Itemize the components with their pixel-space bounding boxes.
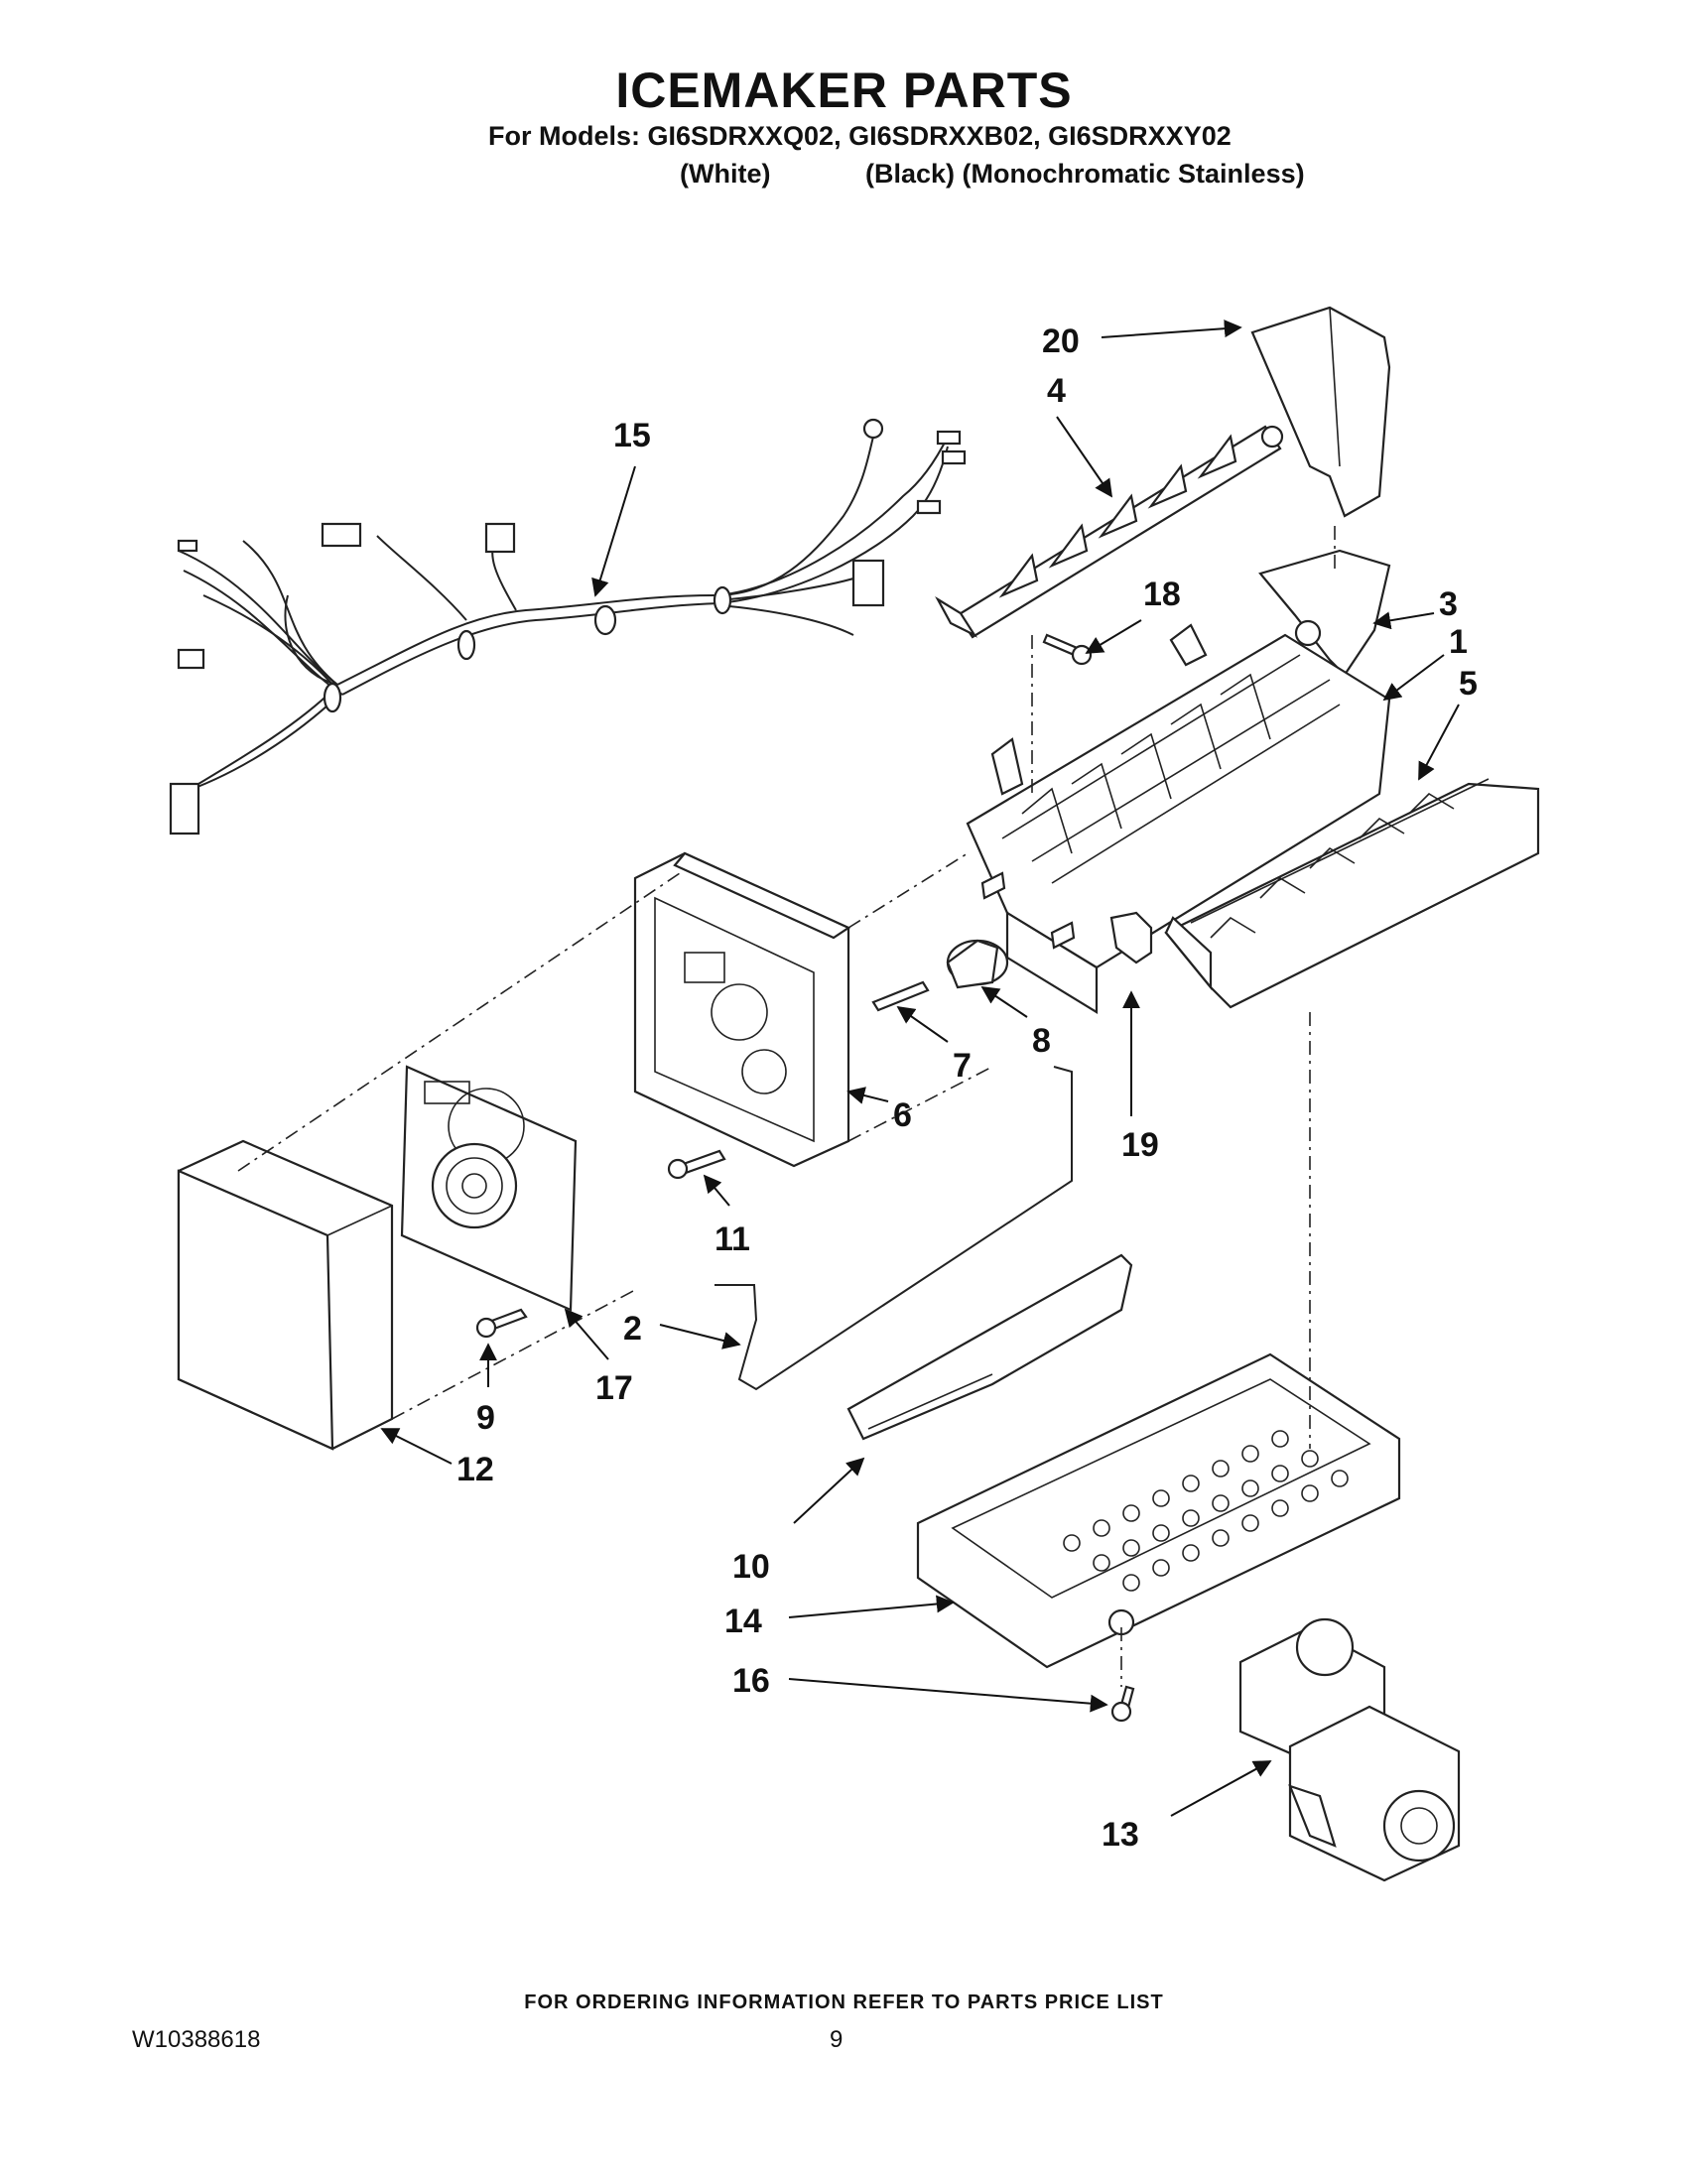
- page-title: ICEMAKER PARTS: [615, 63, 1073, 118]
- callout-15: 15: [613, 417, 651, 454]
- leader-arrows: [380, 320, 1460, 1817]
- callout-7: 7: [953, 1047, 972, 1085]
- wire-harness-drawing: [169, 418, 967, 835]
- callout-4: 4: [1047, 372, 1066, 410]
- tray-assembly-drawing: [916, 1352, 1401, 1669]
- callout-6: 6: [893, 1096, 912, 1134]
- ejector-rake-drawing: [935, 425, 1284, 639]
- fill-cup-drawing: [1250, 306, 1391, 518]
- callout-10: 10: [732, 1548, 770, 1586]
- motor-module-drawing: [400, 1065, 578, 1312]
- callout-3: 3: [1439, 585, 1458, 623]
- variant-black-stainless-label: (Black) (Monochromatic Stainless): [865, 159, 1305, 189]
- models-line: For Models: GI6SDRXXQ02, GI6SDRXXB02, GI…: [488, 121, 1232, 151]
- callout-1: 1: [1449, 623, 1468, 661]
- callout-20: 20: [1042, 322, 1080, 360]
- callout-18: 18: [1143, 576, 1181, 613]
- ordering-note: FOR ORDERING INFORMATION REFER TO PARTS …: [524, 1991, 1164, 2013]
- alignment-lines: [237, 526, 1336, 1687]
- small-parts-drawing: [475, 633, 1153, 1723]
- callout-14: 14: [724, 1603, 762, 1640]
- callout-8: 8: [1032, 1022, 1051, 1060]
- icemaker-mold-drawing: [966, 623, 1391, 1014]
- callout-2: 2: [623, 1310, 642, 1348]
- page-number: 9: [830, 2026, 844, 2053]
- callout-12: 12: [456, 1451, 494, 1488]
- feeler-arm-drawing: [714, 1066, 1133, 1441]
- callout-5: 5: [1459, 665, 1478, 703]
- callout-16: 16: [732, 1662, 770, 1700]
- document-number: W10388618: [132, 2026, 261, 2053]
- callout-numbers: 20 4 15 18 3 1 5 8 7 6 19 11 2 17 9 12 1…: [456, 322, 1478, 1854]
- callout-19: 19: [1121, 1126, 1159, 1164]
- callout-17: 17: [595, 1369, 633, 1407]
- callout-13: 13: [1102, 1816, 1139, 1854]
- front-cover-drawing: [177, 1139, 394, 1451]
- fill-bracket-drawing: [1258, 549, 1391, 677]
- stripper-drawing: [1164, 778, 1540, 1009]
- control-housing-drawing: [633, 851, 851, 1168]
- callout-9: 9: [476, 1399, 495, 1437]
- callout-11: 11: [714, 1220, 750, 1258]
- water-valve-drawing: [1238, 1617, 1461, 1882]
- variant-white-label: (White): [680, 159, 771, 189]
- tray-cells: [1063, 1430, 1349, 1592]
